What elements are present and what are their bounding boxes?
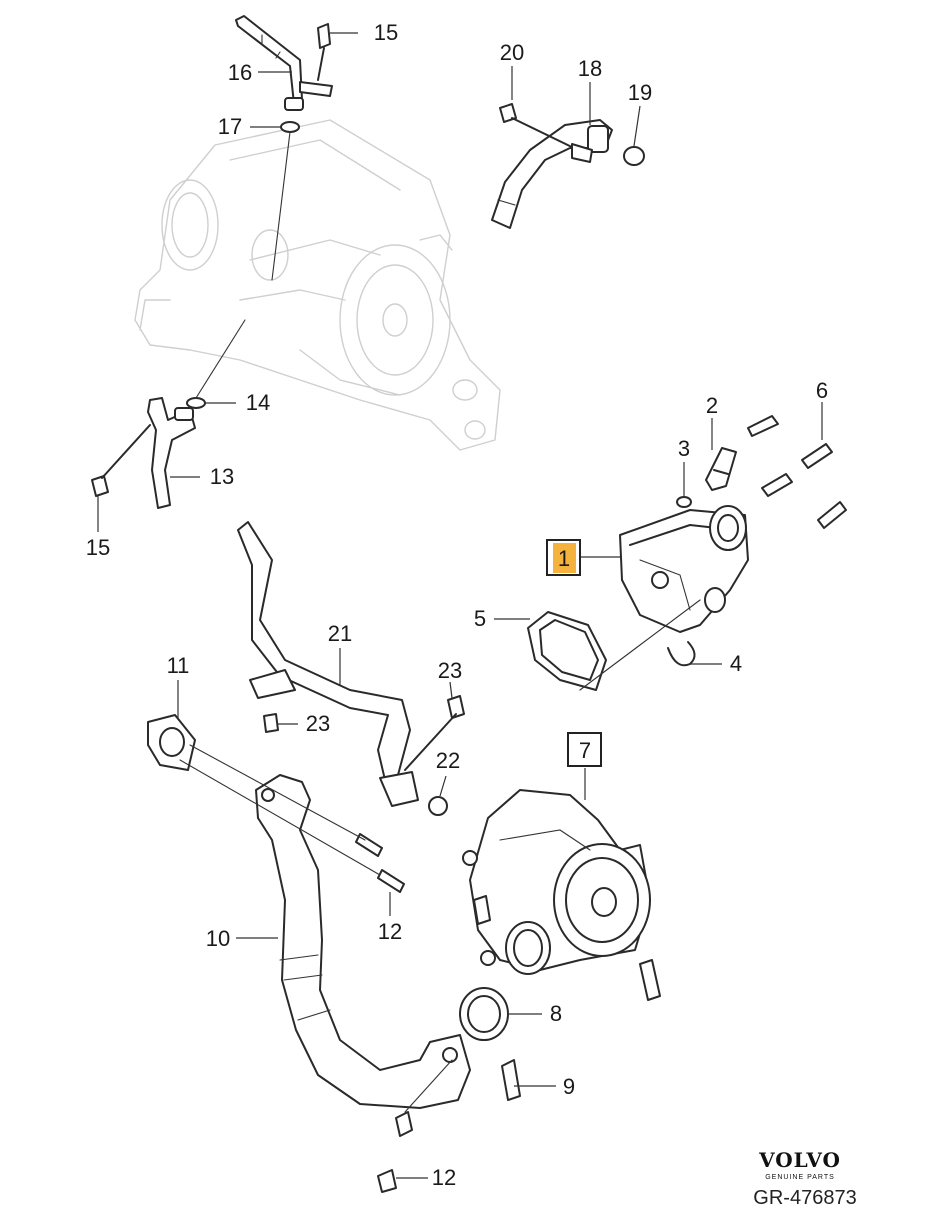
callout-1-box — [546, 539, 581, 576]
callout-5[interactable]: 5 — [474, 606, 486, 631]
bolt-23-right[interactable] — [404, 695, 465, 771]
callout-12-upper[interactable]: 12 — [378, 919, 402, 944]
clip-4[interactable] — [667, 641, 696, 667]
bolt-20[interactable] — [499, 103, 593, 163]
turbocharger-ghost — [134, 119, 501, 451]
callout-18[interactable]: 18 — [578, 56, 602, 81]
brand-subtitle: GENUINE PARTS — [765, 1174, 835, 1181]
water-pump-7[interactable] — [462, 789, 651, 975]
callout-21[interactable]: 21 — [328, 621, 352, 646]
flange-gasket-11[interactable] — [147, 714, 196, 771]
callout-23-left[interactable]: 23 — [306, 711, 330, 736]
bolt-15-left[interactable] — [91, 424, 151, 497]
coolant-pipe-18[interactable] — [491, 119, 613, 229]
callout-leaders — [97, 32, 823, 1179]
bolts-12-lower[interactable] — [377, 1111, 413, 1193]
gasket-8[interactable] — [459, 987, 509, 1041]
callout-23-right[interactable]: 23 — [438, 658, 462, 683]
callout-3[interactable]: 3 — [678, 436, 690, 461]
volvo-logo: VOLVO GENUINE PARTS — [758, 1148, 841, 1181]
callout-19[interactable]: 19 — [628, 80, 652, 105]
callout-11[interactable]: 11 — [167, 653, 190, 678]
leader-lower-bolt — [404, 1059, 453, 1113]
callout-9[interactable]: 9 — [563, 1074, 575, 1099]
coolant-pipe-10[interactable] — [255, 774, 471, 1109]
callout-6[interactable]: 6 — [816, 378, 828, 403]
callout-7-box — [567, 732, 602, 767]
leader-14-to-turbo — [195, 319, 246, 399]
callout-15-top[interactable]: 15 — [374, 20, 398, 45]
callout-8[interactable]: 8 — [550, 1001, 562, 1026]
callout-17[interactable]: 17 — [218, 114, 242, 139]
gasket-5[interactable] — [527, 611, 607, 691]
bolt-15-top[interactable] — [317, 23, 331, 81]
o-ring-19[interactable] — [623, 146, 645, 166]
callout-22[interactable]: 22 — [436, 748, 460, 773]
bolts-6[interactable] — [747, 415, 847, 529]
callout-15-left[interactable]: 15 — [86, 535, 110, 560]
bolt-pump-left[interactable] — [473, 895, 491, 925]
bolt-9[interactable] — [501, 1059, 521, 1101]
o-ring-17[interactable] — [280, 121, 300, 133]
brand-name: VOLVO — [758, 1148, 841, 1172]
callout-10[interactable]: 10 — [206, 926, 230, 951]
thermostat-housing-1[interactable] — [619, 505, 749, 633]
callout-4[interactable]: 4 — [730, 651, 742, 676]
leader-flange-to-bolts-2 — [179, 759, 381, 876]
leader-gasket-to-housing — [579, 599, 701, 691]
callout-16[interactable]: 16 — [228, 60, 252, 85]
bracket-15 — [299, 81, 333, 97]
bolt-pump-right[interactable] — [639, 959, 661, 1001]
callout-20[interactable]: 20 — [500, 40, 524, 65]
coolant-pipe-16[interactable] — [235, 15, 304, 111]
callout-1[interactable]: 1 — [558, 546, 570, 571]
callout-14[interactable]: 14 — [246, 390, 270, 415]
leader-17-to-turbo — [271, 131, 291, 281]
callout-1-highlight — [553, 543, 576, 573]
coolant-pipe-13[interactable] — [147, 397, 196, 509]
callout-2[interactable]: 2 — [706, 393, 718, 418]
callout-7[interactable]: 7 — [579, 738, 591, 763]
leader-flange-to-bolts — [189, 744, 366, 841]
callout-labels: 1 7 2 3 4 5 6 8 9 10 11 12 12 13 14 15 1… — [86, 20, 828, 1190]
diagram-reference: GR-476873 — [753, 1187, 856, 1209]
callout-12-lower[interactable]: 12 — [432, 1165, 456, 1190]
callout-13[interactable]: 13 — [210, 464, 234, 489]
coolant-pipe-21[interactable] — [237, 521, 419, 807]
o-ring-14[interactable] — [186, 397, 206, 409]
o-ring-22[interactable] — [428, 796, 448, 816]
bolt-23-left[interactable] — [263, 713, 279, 733]
o-ring-3[interactable] — [676, 496, 692, 508]
bolts-12-upper[interactable] — [355, 833, 405, 893]
sensor-2[interactable] — [705, 447, 737, 491]
